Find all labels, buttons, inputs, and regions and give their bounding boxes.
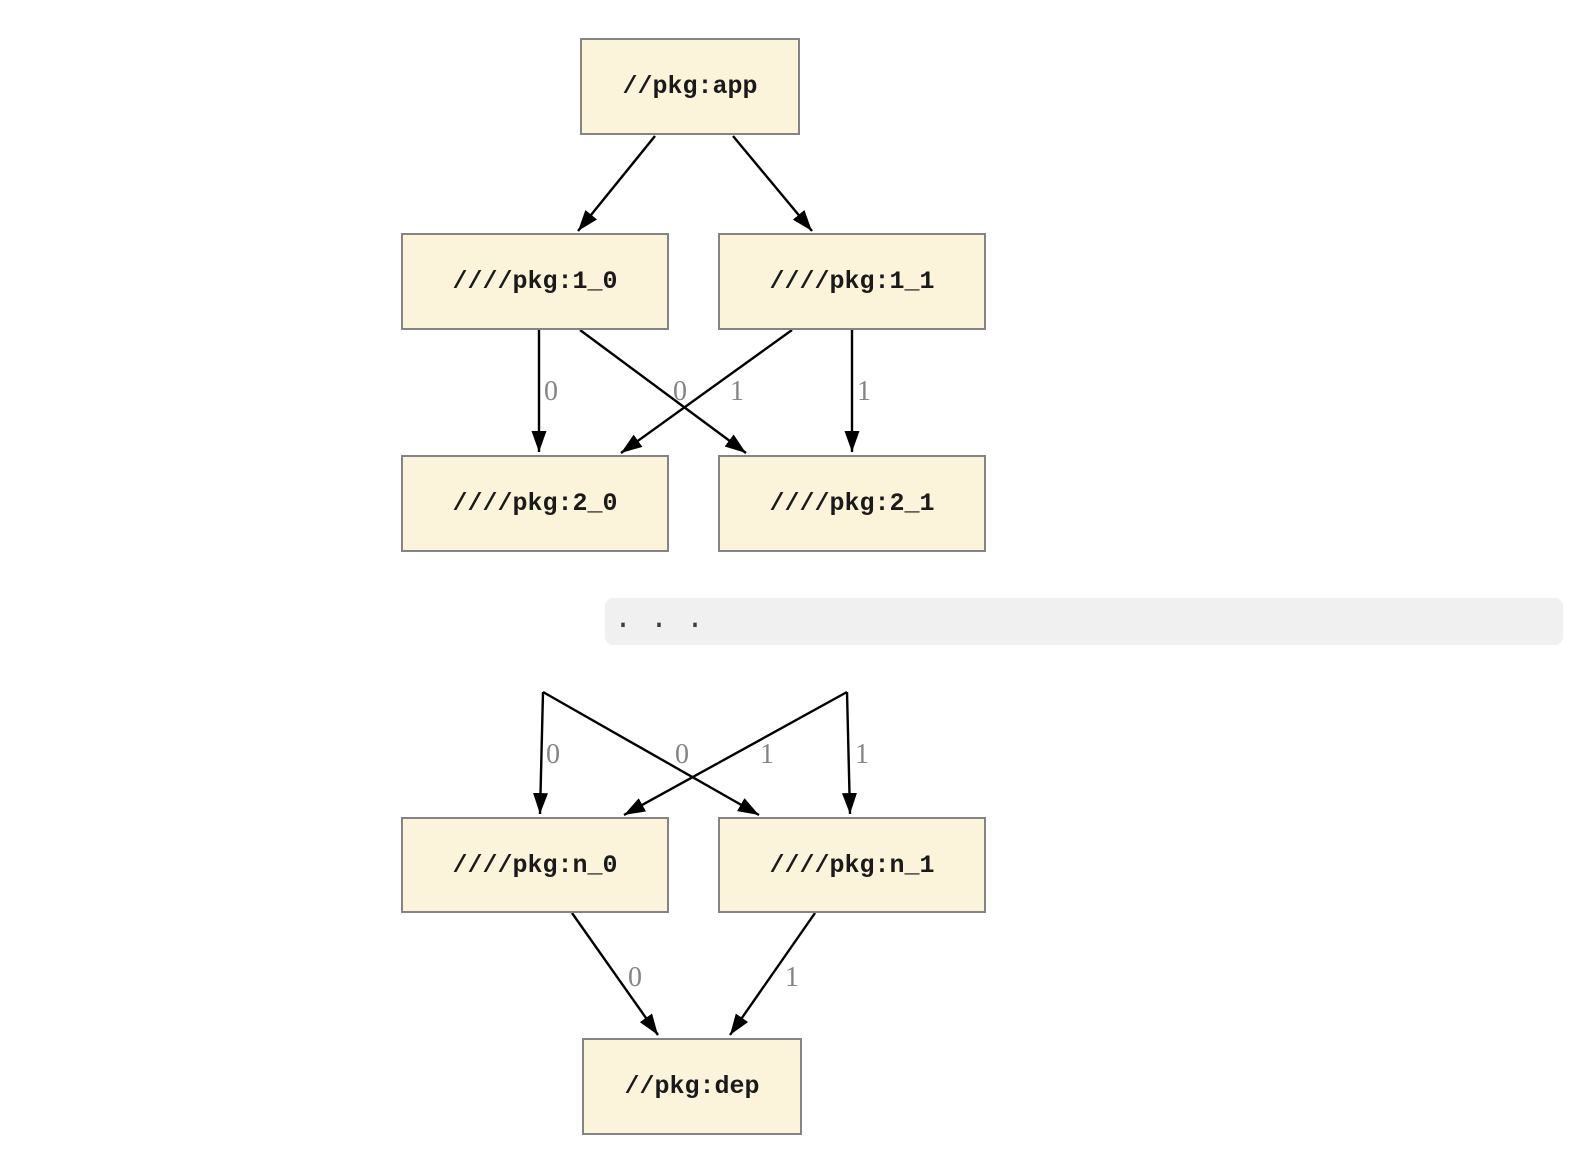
edge-label: 0: [673, 376, 687, 407]
edge-1_0-to-2_1: 1: [579, 329, 747, 454]
edge-n_0-to-dep: 0: [571, 912, 659, 1036]
node-pkg-n_0: ////pkg:n_0: [401, 817, 669, 913]
edge-label: 1: [730, 376, 744, 407]
edge-label: 0: [546, 739, 560, 770]
node-pkg-1_0: ////pkg:1_0: [401, 233, 669, 330]
edge-label: 1: [785, 962, 799, 993]
edge-label: 1: [857, 376, 871, 407]
edge-label: 0: [544, 376, 558, 407]
node-pkg-app: //pkg:app: [580, 38, 800, 135]
edge-label: 1: [760, 739, 774, 770]
node-pkg-2_0: ////pkg:2_0: [401, 455, 669, 552]
edge-label: 1: [855, 739, 869, 770]
edge-elided-to-n_0-cross: 0: [623, 690, 848, 817]
edge-1_1-to-2_1: 1: [844, 330, 871, 452]
edge-elided-to-n_0-straight: 0: [533, 691, 560, 815]
edge-label: 0: [675, 739, 689, 770]
edge-elided-to-n_1-straight: 1: [841, 691, 869, 815]
edge-1_0-to-2_0: 0: [531, 330, 558, 452]
edge-1_1-to-2_0: 0: [620, 329, 793, 454]
edge-app-to-1_1: [732, 135, 813, 232]
node-pkg-n_1: ////pkg:n_1: [718, 817, 986, 913]
node-pkg-2_1: ////pkg:2_1: [718, 455, 986, 552]
edge-elided-to-n_1-cross: 1: [542, 690, 774, 817]
node-pkg-dep: //pkg:dep: [582, 1038, 802, 1135]
node-pkg-1_1: ////pkg:1_1: [718, 233, 986, 330]
edge-label: 0: [628, 962, 642, 993]
edge-app-to-1_0: [577, 135, 656, 232]
edge-n_1-to-dep: 1: [729, 912, 816, 1036]
ellipsis-separator: . . .: [605, 598, 1563, 645]
